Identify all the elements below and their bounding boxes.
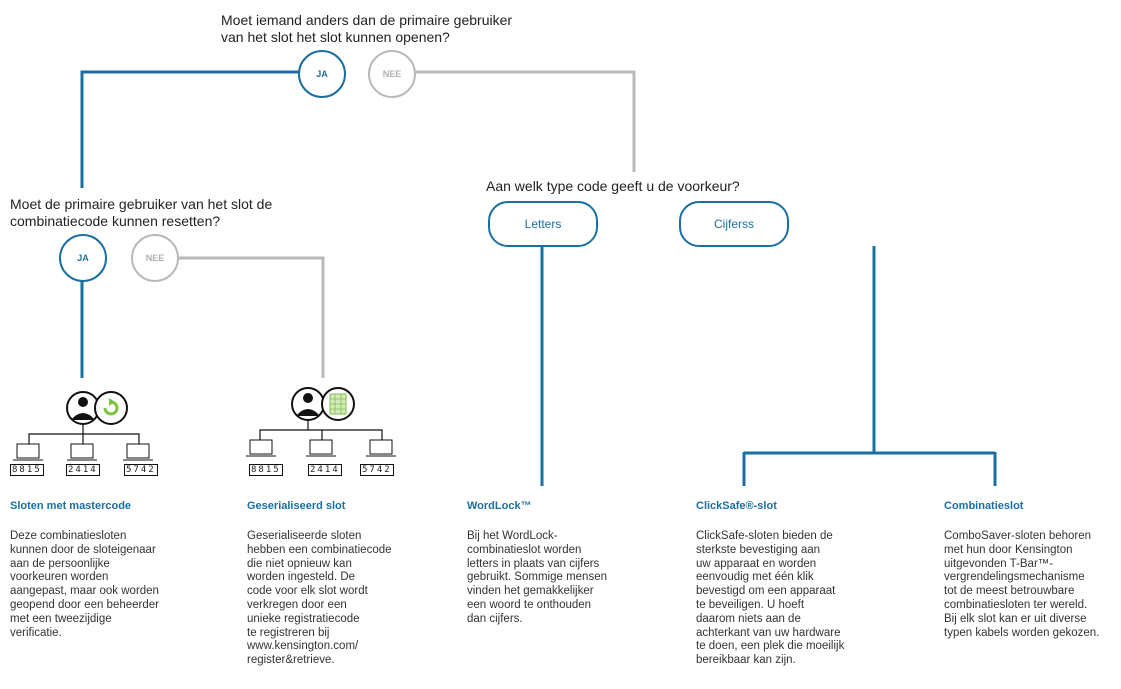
option-cijfers[interactable]: Cijferss bbox=[679, 201, 789, 247]
keypad-icon bbox=[321, 387, 355, 421]
answer-ja-2[interactable]: JA bbox=[59, 234, 107, 282]
result-body-mastercode: Deze combinatiesloten kunnen door de slo… bbox=[10, 530, 159, 639]
result-title-clicksafe: ClickSafe®-slot bbox=[696, 500, 777, 512]
result-title-combinatie: Combinatieslot bbox=[944, 500, 1024, 512]
question-1: Moet iemand anders dan de primaire gebru… bbox=[221, 12, 513, 45]
code-tag-b: 2414 bbox=[308, 464, 342, 476]
code-tag-a: 8815 bbox=[10, 464, 44, 476]
code-tag-b: 2414 bbox=[66, 464, 100, 476]
reset-icon bbox=[94, 391, 128, 425]
laptop-icon bbox=[13, 443, 153, 461]
result-title-serialized: Geserialiseerd slot bbox=[247, 500, 346, 512]
result-body-serialized: Geserialiseerde sloten hebben een combin… bbox=[247, 530, 392, 667]
user-icon bbox=[291, 387, 325, 421]
code-tag-a: 8815 bbox=[249, 464, 283, 476]
laptop-icon bbox=[246, 439, 396, 457]
result-title-mastercode: Sloten met mastercode bbox=[10, 500, 132, 512]
answer-ja-1[interactable]: JA bbox=[298, 50, 346, 98]
option-letters[interactable]: Letters bbox=[488, 201, 598, 247]
question-3: Aan welk type code geeft u de voorkeur? bbox=[486, 178, 740, 194]
result-body-wordlock: Bij het WordLock- combinatieslot worden … bbox=[467, 530, 607, 625]
code-tag-c: 5742 bbox=[360, 464, 394, 476]
result-body-clicksafe: ClickSafe-sloten bieden de sterkste beve… bbox=[696, 530, 845, 667]
answer-nee-1[interactable]: NEE bbox=[368, 50, 416, 98]
master-code-illustration bbox=[13, 391, 153, 461]
answer-nee-2[interactable]: NEE bbox=[131, 234, 179, 282]
question-2: Moet de primaire gebruiker van het slot … bbox=[10, 196, 273, 229]
result-body-combinatie: ComboSaver-sloten behoren met hun door K… bbox=[944, 530, 1100, 639]
serialized-illustration bbox=[246, 387, 396, 457]
result-title-wordlock: WordLock™ bbox=[467, 500, 532, 512]
code-tag-c: 5742 bbox=[124, 464, 158, 476]
